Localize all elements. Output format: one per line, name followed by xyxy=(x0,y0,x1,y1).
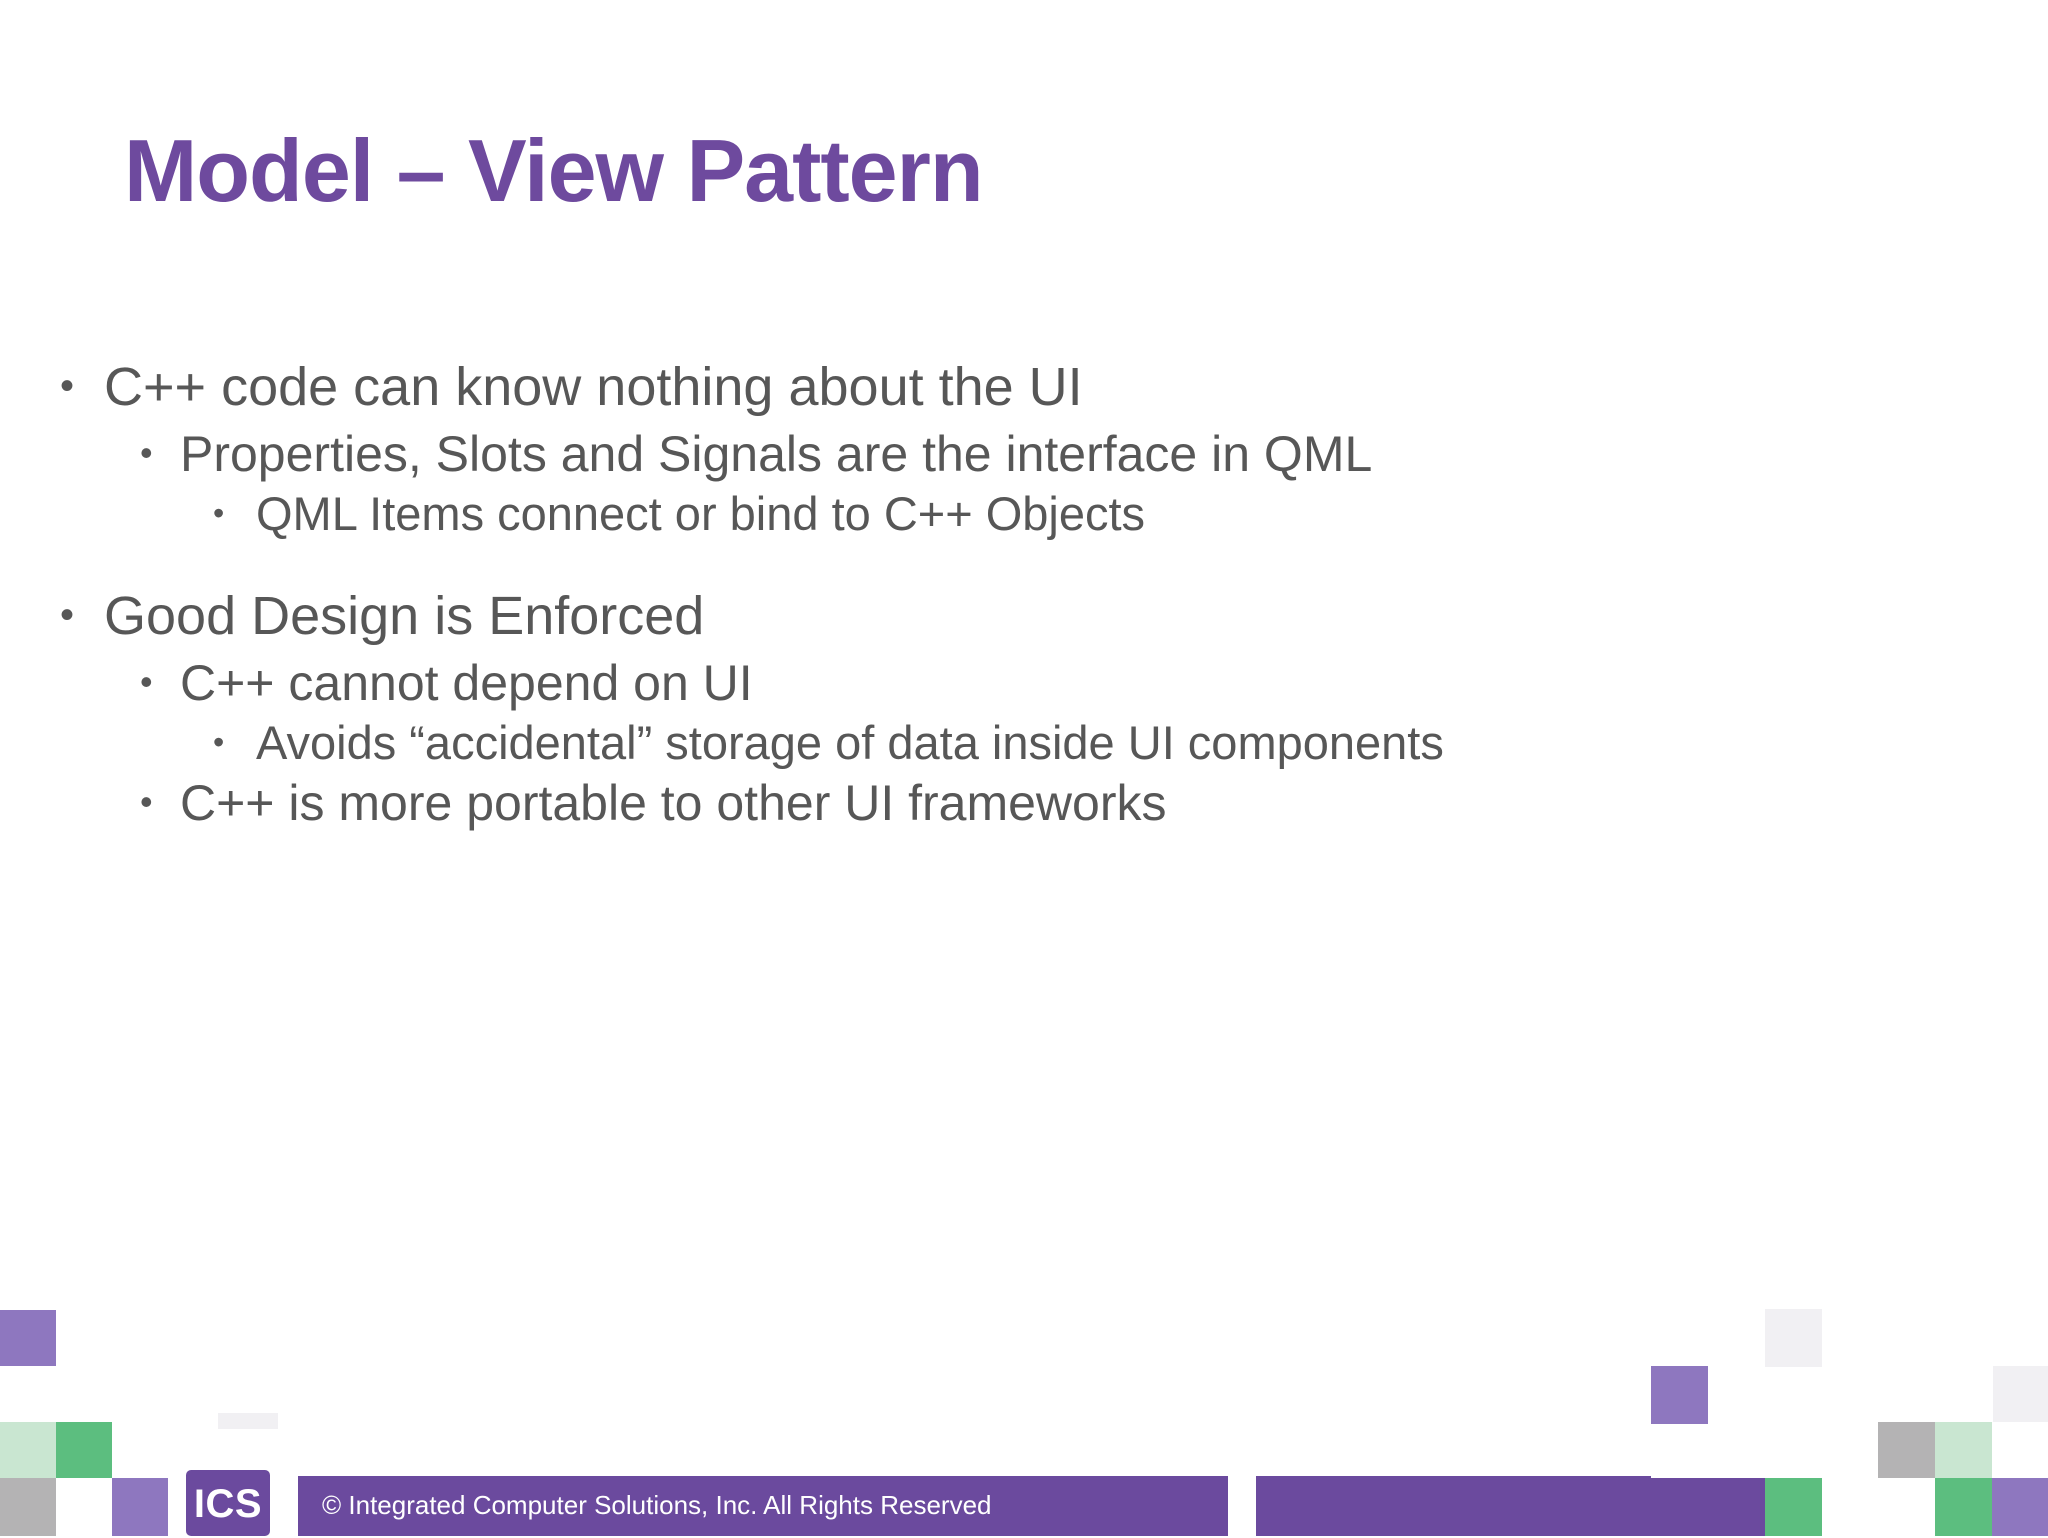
tile-right-purple-a xyxy=(1651,1366,1708,1424)
tile-right-purple-bar xyxy=(1651,1478,1765,1536)
tile-right-purple-b xyxy=(1992,1478,2048,1536)
bullet-item-level-1: • C++ code can know nothing about the UI xyxy=(0,356,2048,419)
tile-right-graylight-b xyxy=(1993,1366,2048,1422)
bullet-item-level-2: • C++ cannot depend on UI xyxy=(0,654,2048,712)
tile-right-greenlight xyxy=(1935,1422,1992,1478)
tile-left-purple-upper xyxy=(0,1310,56,1366)
bullet-item-level-2: • Properties, Slots and Signals are the i… xyxy=(0,425,2048,483)
tile-left-gray xyxy=(0,1478,56,1536)
tile-left-purple-lower xyxy=(112,1478,168,1536)
bullet-dot-icon: • xyxy=(140,431,153,473)
bullet-text: Properties, Slots and Signals are the in… xyxy=(180,425,1373,482)
bullet-dot-icon: • xyxy=(213,494,225,531)
bullet-item-level-3: • QML Items connect or bind to C++ Object… xyxy=(0,487,2048,542)
tile-left-greenlight xyxy=(0,1422,56,1478)
bullet-text: C++ code can know nothing about the UI xyxy=(104,357,1083,417)
bullet-item-level-2: • C++ is more portable to other UI framew… xyxy=(0,774,2048,832)
bullet-text: Avoids “accidental” storage of data insi… xyxy=(256,715,1444,769)
bullet-dot-icon: • xyxy=(140,660,153,702)
tile-right-graylight-a xyxy=(1765,1309,1822,1367)
bullet-text: QML Items connect or bind to C++ Objects xyxy=(256,486,1146,540)
tile-left-green xyxy=(56,1422,112,1478)
bullet-group-gap xyxy=(0,545,2048,585)
tile-right-green-a xyxy=(1765,1478,1822,1536)
bullet-item-level-1: • Good Design is Enforced xyxy=(0,585,2048,648)
bullet-dot-icon: • xyxy=(140,781,153,823)
bullet-list: •C++ code can know nothing about the UI•… xyxy=(0,356,2048,836)
bullet-dot-icon: • xyxy=(60,593,75,638)
tile-mid-graylight xyxy=(218,1413,278,1429)
tile-right-green-b xyxy=(1935,1478,1992,1536)
tile-right-gray xyxy=(1878,1422,1935,1478)
bullet-text: C++ cannot depend on UI xyxy=(180,654,753,711)
ics-logo: ICS xyxy=(186,1470,270,1536)
bullet-dot-icon: • xyxy=(60,364,75,408)
tile-footer-purple-far xyxy=(1256,1476,1651,1536)
bullet-text: C++ is more portable to other UI framewo… xyxy=(180,775,1167,832)
bullet-text: Good Design is Enforced xyxy=(104,586,705,647)
bullet-item-level-3: • Avoids “accidental” storage of data ins… xyxy=(0,716,2048,771)
footer-bar: © Integrated Computer Solutions, Inc. Al… xyxy=(298,1476,1228,1536)
bullet-dot-icon: • xyxy=(213,723,225,760)
page-title: Model – View Pattern xyxy=(124,121,984,220)
copyright-text: © Integrated Computer Solutions, Inc. Al… xyxy=(322,1490,992,1520)
